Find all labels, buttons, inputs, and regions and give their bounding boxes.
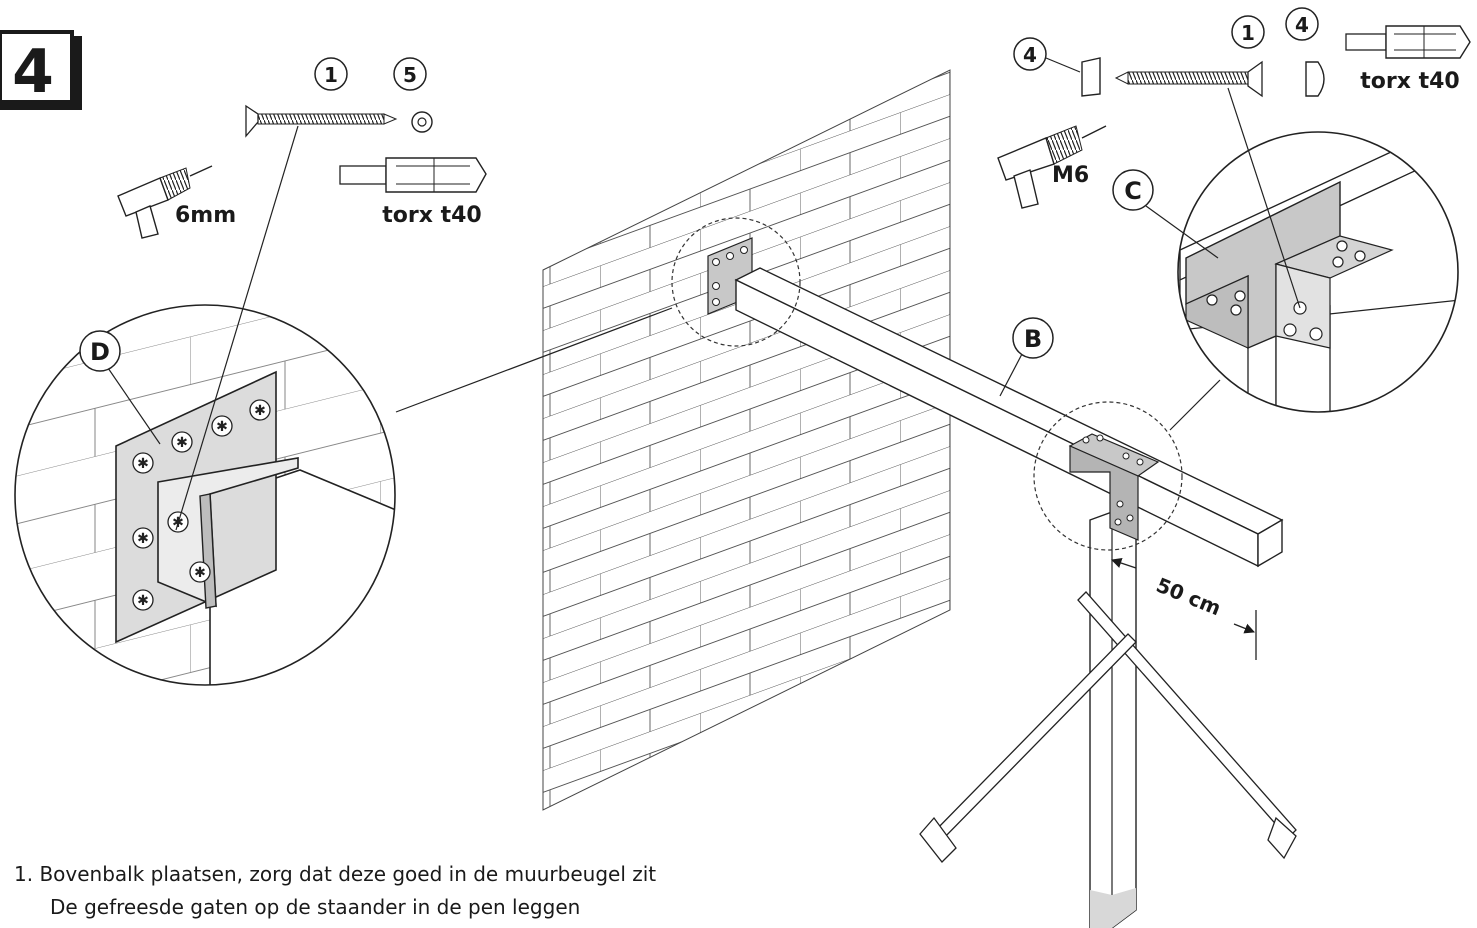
svg-text:D: D	[90, 338, 110, 366]
step-number-box: 4	[0, 30, 82, 110]
torx-bit-left-label: torx t40	[382, 203, 481, 228]
cap-left-icon	[1081, 57, 1101, 97]
support-struts	[919, 591, 1297, 863]
callout-cap-left: 4	[1013, 37, 1081, 73]
torx-bit-right-label: torx t40	[1360, 69, 1459, 94]
detail-d: ✱✱ ✱✱ ✱✱ ✱✱	[14, 304, 396, 686]
svg-text:1: 1	[1241, 21, 1255, 45]
callout-screw-left: 1	[314, 57, 348, 91]
post-bracket	[1068, 433, 1160, 541]
svg-text:✱: ✱	[194, 565, 206, 581]
drill-left-icon	[117, 165, 213, 239]
callout-b: B	[999, 317, 1054, 397]
wall-bracket-highlight	[671, 217, 801, 347]
leader-detail-d	[395, 307, 673, 413]
brick-wall	[542, 69, 951, 811]
callout-d: D	[79, 330, 161, 445]
leader-screw-left	[175, 125, 299, 531]
svg-text:1: 1	[324, 63, 338, 87]
post	[1089, 511, 1137, 928]
drill-right-label: M6	[1052, 163, 1089, 188]
svg-text:✱: ✱	[254, 403, 266, 419]
svg-text:4: 4	[1295, 13, 1309, 37]
washer	[411, 111, 433, 133]
instruction-line-2: De gefreesde gaten op de staander in de …	[50, 895, 581, 919]
cap-right-icon	[1305, 61, 1325, 97]
detail-c	[1177, 131, 1459, 413]
screw-right	[1114, 60, 1301, 309]
step-number: 4	[12, 37, 54, 107]
instructions: 1. Bovenbalk plaatsen, zorg dat deze goe…	[14, 858, 656, 924]
dimension-label: 50 cm	[1153, 573, 1225, 621]
torx-bit-right-icon	[1345, 25, 1471, 59]
torx-bit-left-icon	[339, 157, 487, 193]
svg-text:5: 5	[403, 63, 417, 87]
svg-text:C: C	[1124, 177, 1142, 205]
svg-text:✱: ✱	[137, 593, 149, 609]
svg-text:✱: ✱	[216, 419, 228, 435]
callout-cap-right: 4	[1285, 7, 1319, 41]
post-bracket-highlight	[1033, 401, 1183, 551]
callout-washer: 5	[393, 57, 427, 91]
svg-text:✱: ✱	[176, 435, 188, 451]
screw-left	[175, 104, 398, 531]
callout-c: C	[1112, 169, 1219, 259]
svg-text:B: B	[1024, 325, 1042, 353]
drill-left-label: 6mm	[175, 203, 236, 228]
svg-text:4: 4	[1023, 43, 1037, 67]
drill-right-icon	[997, 125, 1107, 209]
instruction-line-1: 1. Bovenbalk plaatsen, zorg dat deze goe…	[14, 862, 657, 886]
svg-text:✱: ✱	[137, 531, 149, 547]
callout-screw-right: 1	[1231, 15, 1265, 49]
svg-text:✱: ✱	[137, 456, 149, 472]
leader-detail-c	[1169, 379, 1221, 431]
